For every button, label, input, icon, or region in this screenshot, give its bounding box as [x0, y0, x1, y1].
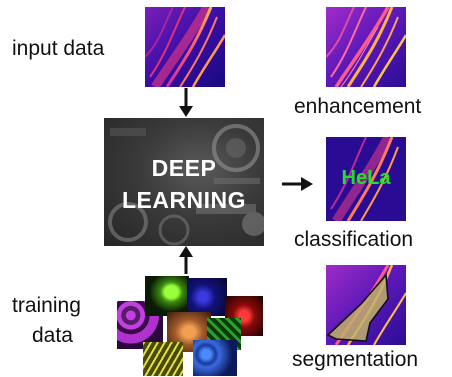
training-data-label-line2: data [32, 324, 73, 347]
segmentation-image [326, 265, 406, 345]
enhancement-label: enhancement [294, 95, 422, 118]
input-data-image [145, 7, 225, 87]
segmentation-label: segmentation [292, 348, 419, 371]
classification-image: HeLa [326, 137, 406, 221]
training-data-collage [115, 274, 265, 377]
deep-label: DEEP [151, 155, 217, 181]
deep-learning-box: DEEP LEARNING [104, 118, 264, 246]
segmentation-mask [326, 273, 389, 342]
machinery-background [108, 124, 264, 246]
arrow-input-to-dl [179, 88, 193, 117]
input-data-label: input data [12, 37, 105, 60]
training-tile-blue-nuclei [193, 340, 237, 376]
enhancement-image [326, 7, 406, 87]
training-tile-blue-dots [187, 278, 227, 316]
training-tile-green-cell [145, 276, 189, 316]
arrow-training-to-dl [179, 246, 193, 274]
classification-label: classification [294, 228, 414, 251]
training-tile-yellow-fibers [143, 342, 183, 376]
training-data-label-line1: training [12, 294, 81, 317]
learning-label: LEARNING [121, 187, 247, 213]
hela-class-label: HeLa [341, 167, 391, 189]
arrow-dl-to-classification [282, 177, 313, 191]
